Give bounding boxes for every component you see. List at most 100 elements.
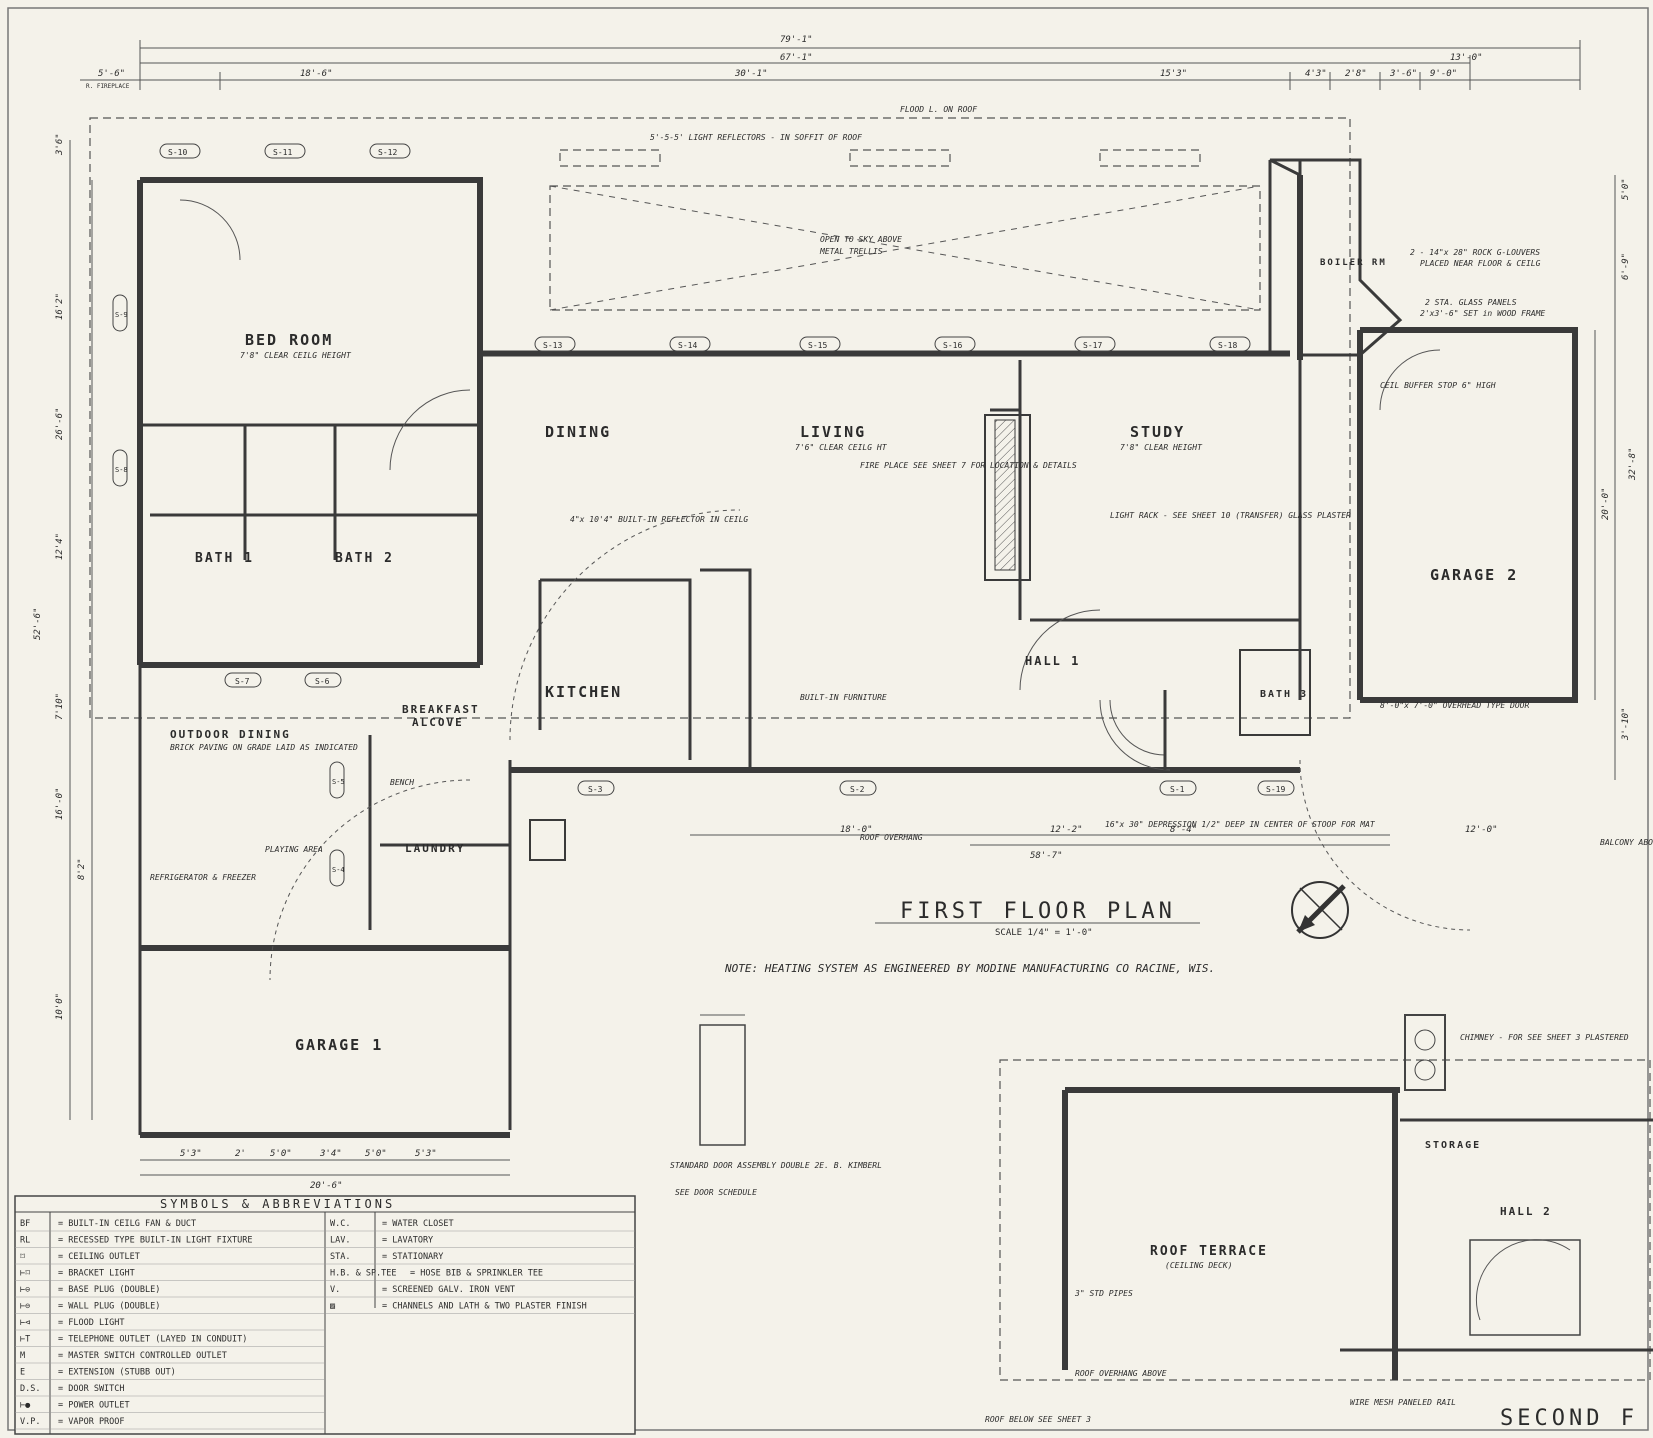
- window-tag-s8: S-8: [112, 449, 128, 487]
- overhead-door-note: 8'-0"x 7'-0" OVERHEAD TYPE DOOR: [1380, 701, 1529, 710]
- legend-description: = WALL PLUG (DOUBLE): [58, 1302, 160, 1312]
- room-bath2: BATH 2: [335, 551, 394, 566]
- trellis-area: OPEN TO SKY ABOVE METAL TRELLIS: [549, 185, 1261, 311]
- dim-d5: 13'-0": [1450, 53, 1483, 63]
- room-outdoor-dining: OUTDOOR DINING: [170, 728, 291, 741]
- legend-symbol: ⊢⊖: [20, 1285, 30, 1295]
- right-dimensions: 5'0" 6'-9" 32'-8" 20'-0" 3'-10": [1594, 175, 1638, 780]
- dim-overall: 79'-1": [780, 35, 813, 45]
- dim-second: 67'-1": [780, 53, 813, 63]
- north-arrow-icon: [1291, 881, 1349, 939]
- svg-text:10'0": 10'0": [55, 993, 65, 1020]
- svg-text:20'-0": 20'-0": [1601, 487, 1611, 520]
- svg-text:5'3": 5'3": [415, 1149, 437, 1159]
- window-tag-s1: S-1: [1159, 780, 1197, 796]
- standard-door-note: STANDARD DOOR ASSEMBLY DOUBLE 2E. B. KIM…: [670, 1161, 882, 1170]
- svg-text:12'-2": 12'-2": [1050, 825, 1083, 835]
- boiler-note-2: PLACED NEAR FLOOR & CEILG: [1420, 259, 1541, 268]
- window-tag-s13: S-13: [534, 336, 576, 352]
- svg-text:S-19: S-19: [1266, 785, 1285, 794]
- legend-symbol: ⊢T: [20, 1335, 30, 1345]
- window-tag-s4: S-4: [329, 849, 345, 887]
- plan-annotations: 2 - 14"x 28" ROCK G-LOUVERS PLACED NEAR …: [570, 248, 1653, 847]
- roof-overhang-outline: [89, 117, 1351, 719]
- legend-description: = CEILING OUTLET: [58, 1252, 140, 1262]
- window-tag-s19: S-19: [1257, 780, 1295, 796]
- svg-text:5'0": 5'0": [270, 1149, 292, 1159]
- legend-abbreviation-meaning: = HOSE BIB & SPRINKLER TEE: [410, 1269, 543, 1279]
- svg-text:16'-0": 16'-0": [55, 787, 65, 820]
- dim-d9: 9'-0": [1430, 69, 1457, 79]
- symbols-table: SYMBOLS & ABBREVIATIONS: [14, 1195, 636, 1435]
- window-tag-s11: S-11: [264, 143, 306, 159]
- first-floor-scale: SCALE 1/4" = 1'-0": [995, 928, 1093, 938]
- room-breakfast: BREAKFAST: [402, 703, 480, 716]
- legend-abbreviation-meaning: = WATER CLOSET: [382, 1219, 454, 1229]
- bottom-dimensions: 5'3" 2' 5'0" 3'4" 5'0" 5'3" 20'-6" 12'-2…: [140, 825, 1498, 1191]
- legend-description: = BASE PLUG (DOUBLE): [58, 1285, 160, 1295]
- dim-d4: 15'3": [1160, 69, 1187, 79]
- soffit-reflectors: 5'-5-5' LIGHT REFLECTORS - IN SOFFIT OF …: [559, 105, 1201, 167]
- second-floor-title: SECOND F: [1500, 1406, 1638, 1431]
- room-garage1: GARAGE 1: [295, 1036, 383, 1054]
- svg-text:S-8: S-8: [115, 466, 128, 474]
- svg-text:18'-0": 18'-0": [840, 825, 873, 835]
- window-tag-s9: S-9: [112, 294, 128, 332]
- label-bench: BENCH: [390, 778, 414, 787]
- depression-note: 16"x 30" DEPRESSION 1/2" DEEP IN CENTER …: [1105, 820, 1376, 829]
- first-floor-walls: [137, 158, 1578, 1138]
- window-tag-s12: S-12: [369, 143, 411, 159]
- svg-text:2': 2': [235, 1149, 246, 1159]
- roof-below-note: ROOF BELOW SEE SHEET 3: [985, 1415, 1091, 1424]
- svg-text:S-9: S-9: [115, 311, 128, 319]
- roof-overhang-above-note: ROOF OVERHANG ABOVE: [1075, 1369, 1167, 1378]
- metal-trellis-label: METAL TRELLIS: [819, 247, 883, 256]
- legend-description: = BRACKET LIGHT: [58, 1269, 135, 1279]
- room-labels: BED ROOM 7'8" CLEAR CEILG HEIGHT DINING …: [150, 258, 1516, 1054]
- svg-text:S-12: S-12: [378, 148, 397, 157]
- legend-abbreviation-meaning: = CHANNELS AND LATH & TWO PLASTER FINISH: [382, 1302, 587, 1312]
- svg-text:S-18: S-18: [1218, 341, 1237, 350]
- first-floor-title: FIRST FLOOR PLAN: [900, 899, 1176, 924]
- svg-text:S-3: S-3: [588, 785, 603, 794]
- study-clear-height: 7'8" CLEAR HEIGHT: [1120, 443, 1203, 452]
- room-roof-terrace: ROOF TERRACE: [1150, 1244, 1268, 1259]
- svg-text:26'-6": 26'-6": [55, 407, 65, 440]
- window-tag-s7: S-7: [224, 672, 262, 688]
- dim-d2: 18'-6": [300, 69, 333, 79]
- svg-text:S-5: S-5: [332, 778, 345, 786]
- boiler-note-3: 2 STA. GLASS PANELS: [1425, 298, 1517, 307]
- svg-text:S-1: S-1: [1170, 785, 1185, 794]
- svg-text:8'-4": 8'-4": [1170, 825, 1197, 835]
- svg-text:S-16: S-16: [943, 341, 962, 350]
- legend-description: = MASTER SWITCH CONTROLLED OUTLET: [58, 1351, 227, 1361]
- window-tag-s16: S-16: [934, 336, 976, 352]
- room-study: STUDY: [1130, 423, 1185, 441]
- top-dimensions: 79'-1" 67'-1" 5'-6" R. FIREPLACE 18'-6" …: [80, 35, 1581, 90]
- std-pipes-note: 3" STD PIPES: [1074, 1289, 1133, 1298]
- chimney-note: CHIMNEY - FOR SEE SHEET 3 PLASTERED: [1460, 1033, 1629, 1042]
- open-sky-label: OPEN TO SKY ABOVE: [820, 235, 902, 244]
- legend-symbol: V.P.: [20, 1417, 40, 1427]
- dim-d1-sub: R. FIREPLACE: [86, 83, 130, 90]
- legend-symbol: ⊢⊲: [20, 1318, 30, 1328]
- room-bath3: BATH 3: [1260, 689, 1308, 700]
- legend-abbreviation: V.: [330, 1285, 340, 1295]
- legend-abbreviation-meaning: = STATIONARY: [382, 1252, 443, 1262]
- door-schedule-note: SEE DOOR SCHEDULE: [675, 1188, 757, 1197]
- legend-symbol: E: [20, 1368, 25, 1378]
- first-floor-title-block: FIRST FLOOR PLAN SCALE 1/4" = 1'-0" NOTE…: [724, 899, 1215, 975]
- svg-text:S-4: S-4: [332, 866, 345, 874]
- legend-description: = BUILT-IN CEILG FAN & DUCT: [58, 1219, 196, 1229]
- room-alcove: ALCOVE: [412, 716, 464, 729]
- outdoor-dining-note: BRICK PAVING ON GRADE LAID AS INDICATED: [170, 743, 358, 752]
- room-hall2: HALL 2: [1500, 1205, 1552, 1218]
- svg-text:12'4": 12'4": [55, 533, 65, 560]
- window-tag-s15: S-15: [799, 336, 841, 352]
- balcony-note: BALCONY ABOVE: [1600, 838, 1653, 847]
- window-tag-s6: S-6: [304, 672, 342, 688]
- roof-terrace-sub: (CEILING DECK): [1165, 1261, 1232, 1270]
- window-tag-s2: S-2: [839, 780, 877, 796]
- legend-abbreviation: W.C.: [330, 1219, 350, 1229]
